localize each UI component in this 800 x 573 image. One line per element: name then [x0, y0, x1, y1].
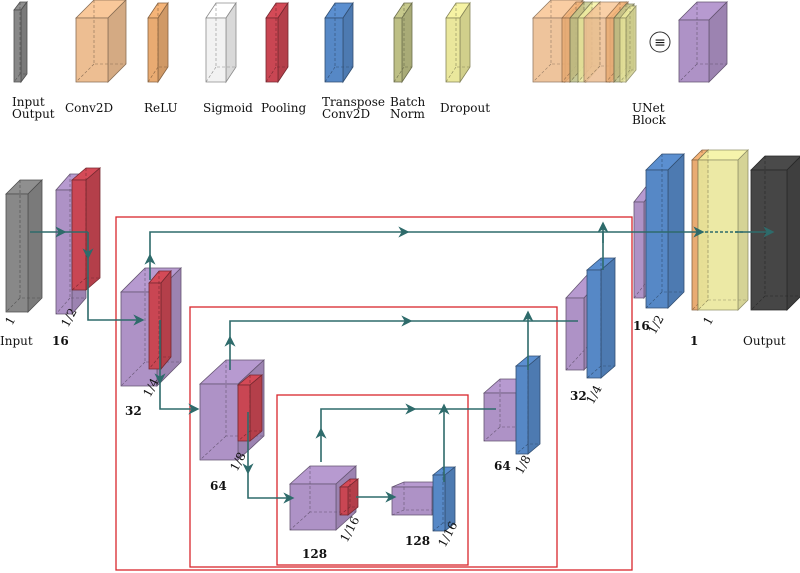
arrow-enc2-to-enc3 — [159, 380, 200, 415]
dec3-scale-label: 1/8 — [512, 453, 533, 477]
skip-connection-1b — [405, 231, 604, 243]
enc4-pooling-block — [338, 478, 360, 516]
dec1-channels-label: 16 — [633, 319, 650, 333]
frame-level-3 — [276, 394, 469, 566]
arrow-enc1-to-enc2 — [87, 255, 145, 326]
legend-conv2d-block — [75, 0, 127, 83]
output-label: Output — [743, 334, 786, 348]
legend-input-output-label: Input Output — [12, 95, 55, 121]
frame-level-1 — [115, 216, 633, 571]
legend-pooling-block — [265, 1, 289, 84]
dec2-transpose-block — [585, 257, 617, 379]
bottleneck-channels-label: 128 — [405, 534, 430, 548]
legend-transpose-conv2d-block — [324, 1, 354, 84]
legend-dropout-block — [445, 1, 471, 84]
final-sigmoid-block — [697, 149, 749, 311]
dec2-channels-label: 32 — [570, 389, 587, 403]
legend-relu-block — [147, 1, 169, 84]
connections — [30, 221, 775, 504]
input-block — [5, 179, 43, 313]
legend-unet-block-label: UNet Block — [632, 101, 668, 127]
unet-block-frames — [115, 216, 633, 571]
final-channels-label: 1 — [690, 334, 698, 348]
legend-batch-norm-label: Batch Norm — [390, 95, 429, 121]
legend-transpose-conv2d-label: Transpose Conv2D — [322, 95, 389, 121]
frame-level-2 — [189, 306, 558, 568]
legend-sigmoid-block — [205, 1, 237, 84]
legend-composite-dropout2 — [619, 4, 637, 84]
output-block — [750, 155, 800, 311]
skip-connection-3a — [320, 403, 417, 432]
legend-pooling-label: Pooling — [261, 101, 306, 115]
legend-conv2d-label: Conv2D — [65, 101, 113, 115]
enc3-channels-label: 64 — [210, 479, 227, 493]
dec3-channels-label: 64 — [494, 459, 511, 473]
dec1-transpose-block — [645, 153, 685, 309]
bottleneck-transpose-block — [431, 466, 457, 532]
bottleneck-unet-block — [391, 481, 445, 516]
legend-input-output-block — [13, 0, 28, 84]
legend — [13, 0, 728, 84]
input-scale-label: 1 — [2, 314, 18, 327]
enc1-channels-label: 16 — [52, 334, 69, 348]
network-labels: 1 Input 1/2 16 1/4 32 1/8 64 1/16 128 12… — [0, 306, 786, 561]
equivalence-circle — [649, 31, 671, 53]
network-blocks — [5, 149, 800, 532]
legend-dropout-label: Dropout — [440, 101, 490, 115]
skip-connection-2a — [229, 315, 413, 340]
legend-sigmoid-label: Sigmoid — [203, 101, 253, 115]
equivalence-symbol: ≡ — [654, 35, 666, 51]
legend-relu-label: ReLU — [144, 101, 178, 115]
enc2-channels-label: 32 — [125, 404, 142, 418]
arrow-enc3-to-enc4 — [247, 470, 295, 504]
input-label: Input — [0, 334, 33, 348]
enc3-pooling-block — [236, 374, 264, 442]
legend-labels: Input Output Conv2D ReLU Sigmoid Pooling… — [12, 31, 671, 127]
skip-connection-1a — [149, 226, 410, 258]
enc1-pooling-block — [70, 167, 102, 291]
dec3-transpose-block — [514, 355, 542, 455]
legend-unet-block — [678, 1, 728, 83]
legend-batch-norm-block — [393, 1, 413, 84]
output-scale-label: 1 — [700, 314, 716, 327]
enc2-pooling-block — [148, 269, 172, 371]
enc4-channels-label: 128 — [302, 547, 327, 561]
